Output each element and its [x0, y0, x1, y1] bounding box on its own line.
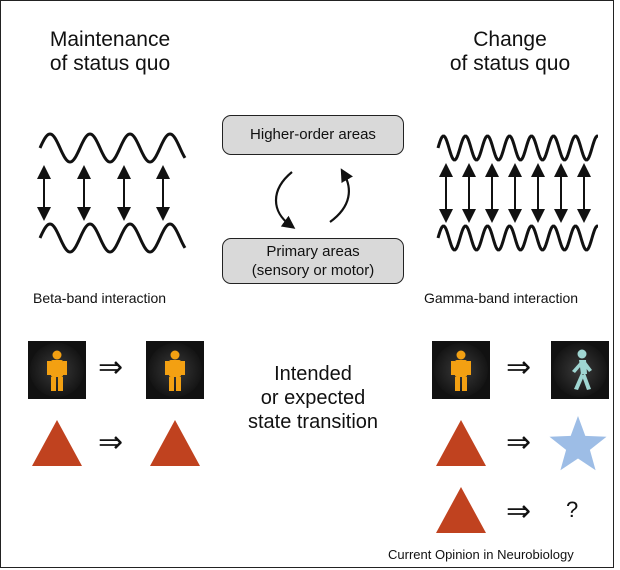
primary-areas-sublabel: (sensory or motor): [251, 262, 375, 279]
transition-arrow-left-signal: ⇒: [98, 351, 124, 384]
primary-areas-label: Primary areas: [266, 243, 360, 260]
beta-wave-bottom: [38, 222, 187, 254]
transition-line-1: Intended: [274, 363, 352, 385]
triangle-icon: [436, 420, 486, 466]
top-down-curved-arrow: [275, 171, 296, 229]
triangle-icon: [436, 487, 486, 533]
gamma-wave-bottom: [436, 224, 599, 252]
triangle-icon: [32, 420, 82, 466]
left-heading-line1: Maintenance: [49, 28, 171, 51]
transition-line-2: or expected: [260, 387, 366, 409]
gamma-wave-top: [436, 134, 599, 162]
right-heading-line1: Change: [473, 28, 547, 51]
state-transition-label: Intended or expected state transition: [228, 362, 398, 434]
transition-arrow-right-star: ⇒: [506, 426, 532, 459]
red-pedestrian-signal-icon: [146, 341, 204, 399]
right-heading: Change of status quo: [430, 28, 590, 76]
red-pedestrian-signal-icon: [432, 341, 490, 399]
transition-arrow-right-unknown: ⇒: [506, 495, 532, 528]
gamma-band-caption: Gamma-band interaction: [424, 290, 579, 306]
transition-line-3: state transition: [247, 411, 379, 433]
transition-arrow-right-signal: ⇒: [506, 351, 532, 384]
beta-coupling-arrows: [37, 165, 170, 221]
red-pedestrian-signal-icon: [28, 341, 86, 399]
bottom-up-curved-arrow: [329, 168, 354, 223]
primary-areas-box: Primary areas (sensory or motor): [222, 238, 404, 284]
higher-order-areas-box: Higher-order areas: [222, 115, 404, 155]
higher-order-areas-label: Higher-order areas: [250, 126, 376, 143]
triangle-icon: [150, 420, 200, 466]
unknown-outcome-mark: ?: [566, 497, 579, 522]
beta-wave-top: [38, 132, 187, 164]
green-pedestrian-signal-icon: [551, 341, 609, 399]
source-credit: Current Opinion in Neurobiology: [388, 547, 574, 562]
gamma-coupling-arrows: [439, 163, 591, 223]
right-heading-line2: of status quo: [449, 52, 571, 75]
transition-arrow-left-triangle: ⇒: [98, 426, 124, 459]
beta-band-caption: Beta-band interaction: [33, 290, 167, 306]
left-heading: Maintenance of status quo: [30, 28, 190, 76]
star-icon: [549, 416, 607, 471]
left-heading-line2: of status quo: [49, 52, 171, 75]
